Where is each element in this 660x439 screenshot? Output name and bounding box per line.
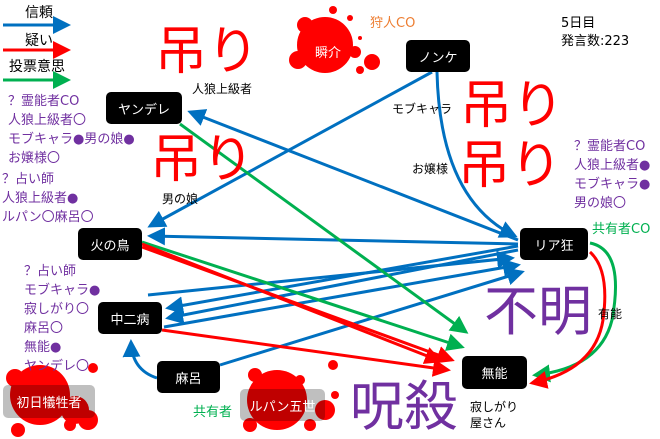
post-count: 発言数:223 [561, 34, 630, 49]
result-line: 人狼上級者〇 [8, 113, 87, 128]
arrow-nonke-riakyou [435, 71, 518, 238]
cursed-stamp: 呪殺 [350, 375, 458, 438]
player-riakyou[interactable]: リア狂 [520, 228, 588, 260]
arrow-riakyou-munou-doubt [529, 250, 607, 389]
hang-stamp-mob: 吊り [460, 76, 565, 136]
sharer-co-label: 共有者CO [592, 222, 651, 237]
label-yuunou: 有能 [598, 307, 623, 321]
sharer-label: 共有者 [193, 405, 233, 420]
result-line: 無能● [24, 340, 62, 355]
result-line: モブキャラ●男の娘● [8, 132, 135, 147]
result-line: 麻呂〇 [24, 321, 64, 336]
hang-stamp-jinrou: 吊り [155, 22, 260, 82]
player-shunsuke[interactable]: 瞬介 [314, 45, 341, 61]
arrow-riakyou-chuunibyou-2 [165, 248, 519, 324]
arrow-riakyou-munou-vote [532, 241, 617, 383]
player-munou[interactable]: 無能 [462, 356, 527, 389]
arrow-hinotori-riakyou [147, 250, 515, 297]
result-line: ？占い師 [2, 172, 55, 187]
arrow-hinotori-munou-doubt-2 [141, 245, 455, 364]
player-yandere[interactable]: ヤンデレ [106, 92, 182, 124]
result-line: 男の娘〇 [574, 196, 627, 211]
hang-stamp-otokonoko: 吊り [150, 130, 255, 190]
player-hinotori[interactable]: 火の鳥 [78, 228, 142, 260]
player-nonke[interactable]: ノンケ [406, 40, 470, 72]
label-mobchara: モブキャラ [392, 102, 453, 116]
hunter-co-label: 狩人CO [370, 16, 416, 31]
label-sabishigari-1: 寂しがり [470, 400, 519, 414]
player-lupin[interactable]: ルパン五世 [240, 389, 325, 421]
label-otokonoko: 男の娘 [162, 192, 199, 206]
label-jinrou-joukyuu: 人狼上級者 [192, 82, 253, 96]
legend-trust-label: 信頼 [25, 5, 53, 21]
result-line: お嬢様〇 [8, 151, 61, 166]
unknown-stamp: 不明 [484, 280, 592, 343]
result-line: ？霊能者CO [574, 139, 646, 154]
result-line: モブキャラ● [24, 283, 101, 298]
arrow-riakyou-chuunibyou-1 [165, 244, 519, 315]
label-ojousama: お嬢様 [412, 162, 449, 176]
result-line: 寂しがり〇 [24, 302, 90, 317]
result-line: モブキャラ● [574, 177, 651, 192]
arrow-nonke-hinotori [147, 70, 433, 228]
legend-doubt-label: 疑い [25, 33, 53, 49]
result-line: 人狼上級者● [574, 158, 651, 173]
seer-results-lower: ？占い師 モブキャラ● 寂しがり〇 麻呂〇 無能● ヤンデレ〇 [24, 262, 100, 376]
day-counter: 5日目 [561, 16, 596, 31]
label-sabishigari-2: 屋さん [470, 416, 507, 430]
player-chuunibyou[interactable]: 中二病 [98, 302, 162, 334]
legend-vote-label: 投票意思 [9, 59, 65, 75]
result-line: 人狼上級者● [2, 191, 79, 206]
result-line: ？霊能者CO [8, 94, 80, 109]
arrow-maro-chuunibyou [122, 339, 158, 380]
result-line: ？占い師 [24, 264, 77, 279]
result-line: ヤンデレ〇 [24, 359, 90, 374]
seer-results-left: ？占い師 人狼上級者● ルパン〇麻呂〇 [2, 170, 94, 227]
arrow-riakyou-hinotori [147, 227, 519, 246]
medium-results-right: ？霊能者CO 人狼上級者● モブキャラ● 男の娘〇 [574, 137, 650, 213]
result-line: ルパン〇麻呂〇 [2, 210, 94, 225]
arrow-chuunibyou-munou [161, 328, 451, 377]
arrow-hinotori-munou-vote [141, 240, 465, 351]
arrow-chuunibyou-riakyou [163, 258, 521, 329]
medium-results-left: ？霊能者CO 人狼上級者〇 モブキャラ●男の娘● お嬢様〇 [8, 92, 135, 168]
arrow-yandere-munou [179, 122, 469, 334]
player-shonichi[interactable]: 初日犠牲者 [3, 385, 95, 418]
player-maro[interactable]: 麻呂 [157, 361, 220, 393]
arrow-riakyou-yandere [187, 109, 519, 242]
hang-stamp-ojou: 吊り [458, 136, 563, 196]
